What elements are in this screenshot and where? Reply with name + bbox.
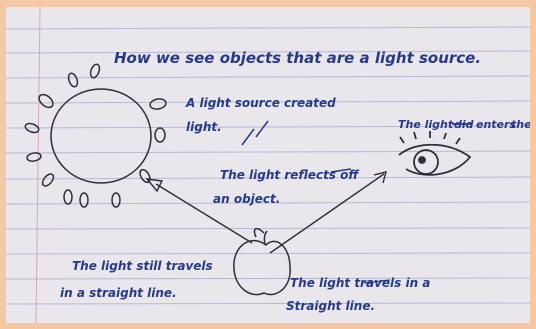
reflection-marks (241, 120, 269, 146)
page-title: How we see objects that are a light sour… (114, 49, 481, 67)
label-enters-eye-part3: the eye (511, 118, 530, 131)
label-travels-left-line1: The light still travels (72, 259, 213, 273)
label-enters-eye-part2: enters (476, 118, 516, 131)
light-arrows (145, 171, 387, 254)
eye-drawing (398, 131, 472, 176)
apple-drawing (233, 227, 291, 296)
label-reflects-line1: The light reflects off (220, 168, 359, 182)
strike-through-off (330, 168, 352, 173)
notebook-page: How we see objects that are a light sour… (6, 7, 530, 323)
label-travels-right-line1: The light travels in a (290, 276, 430, 290)
label-travels-left-line2: in a straight line. (60, 286, 177, 300)
page-drawing: How we see objects that are a light sour… (6, 7, 530, 323)
sun-drawing (24, 63, 167, 208)
label-reflects-line2: an object. (213, 192, 280, 206)
strike-through-travels (363, 279, 391, 284)
label-travels-right-line2: Straight line. (286, 299, 375, 313)
label-enters-eye-part1: The light (398, 118, 454, 131)
label-light-source-line2: light. (186, 120, 222, 134)
label-light-source-line1: A light source created (185, 96, 336, 110)
margin-line (35, 7, 41, 323)
